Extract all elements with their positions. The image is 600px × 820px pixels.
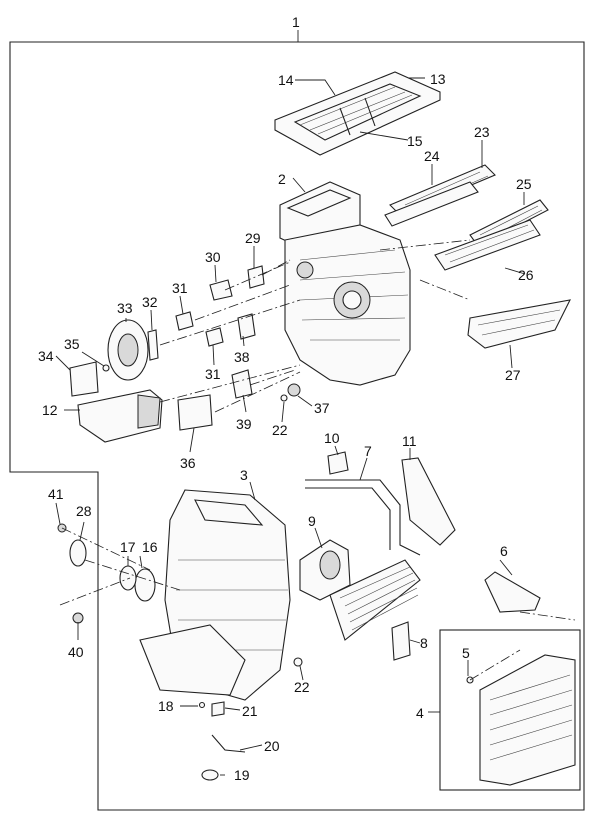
callout-4: 4 [416,705,424,721]
callout-32: 32 [142,294,158,310]
part-lever-31b [205,327,224,347]
callout-10: 10 [324,430,340,446]
callout-35: 35 [64,336,80,352]
part-blower-9 [299,539,351,601]
part-ring-17 [119,565,137,591]
part-lever-38 [237,313,256,340]
callout-15: 15 [407,133,423,149]
callout-40: 40 [68,644,84,660]
part-filter-frame [274,71,441,156]
part-cover-6 [484,571,541,613]
part-lever-29 [247,265,265,289]
callout-27: 27 [505,367,521,383]
callout-28: 28 [76,503,92,519]
callout-41: 41 [48,486,64,502]
callout-25: 25 [516,176,532,192]
part-link-32 [147,329,159,361]
part-valve-10 [327,451,349,475]
callout-23: 23 [474,124,490,140]
callout-14: 14 [278,72,294,88]
callout-labels: 1 2 3 4 5 6 7 8 9 10 11 12 13 14 15 16 1… [38,14,534,783]
callout-8: 8 [420,635,428,651]
callout-2: 2 [278,171,286,187]
callout-13: 13 [430,71,446,87]
callout-31a: 31 [172,280,188,296]
leader-lines [55,30,526,776]
part-lever-31a [175,311,194,331]
callout-36: 36 [180,455,196,471]
callout-5: 5 [462,645,470,661]
part-blower-duct-12 [77,389,163,443]
part-clip-37 [287,383,301,397]
callout-26: 26 [518,267,534,283]
part-nut-40 [72,612,84,624]
callout-38: 38 [234,349,250,365]
part-bracket-11 [401,457,456,546]
callout-22a: 22 [272,422,288,438]
callout-3: 3 [240,467,248,483]
part-main-housing [284,224,411,386]
assembly-lines-lower [59,527,576,681]
part-lever-39 [231,369,253,399]
part-ring-16 [134,568,156,602]
part-actuator-36 [177,394,213,431]
part-hose-20 [211,734,246,753]
part-grommet-19 [201,769,219,781]
callout-30: 30 [205,249,221,265]
callout-39: 39 [236,416,252,432]
callout-12: 12 [42,402,58,418]
part-ring-28 [69,539,87,567]
callout-19: 19 [234,767,250,783]
callout-6: 6 [500,543,508,559]
part-door-24 [384,181,479,227]
callout-31b: 31 [205,366,221,382]
part-fan-33 [107,319,149,381]
part-clip-35 [102,364,110,372]
part-clip-22b [293,657,303,667]
part-lower-case-3 [139,489,291,701]
callout-22b: 22 [294,679,310,695]
callout-20: 20 [264,738,280,754]
assembly-frame [9,41,585,811]
part-actuator-34 [69,361,99,397]
callout-9: 9 [308,513,316,529]
callout-34: 34 [38,348,54,364]
part-evaporator [329,559,421,641]
part-pin-18 [198,701,206,709]
part-clip-22a [280,394,288,402]
part-heater-core-4 [479,654,576,786]
callout-17: 17 [120,539,136,555]
callout-33: 33 [117,300,133,316]
callout-7: 7 [364,443,372,459]
callout-29: 29 [245,230,261,246]
callout-24: 24 [424,148,440,164]
heater-core-frame [439,629,581,791]
assembly-lines-upper [159,239,471,413]
callout-11: 11 [402,433,417,449]
part-sensor-8 [391,621,411,661]
part-clip-21 [211,701,225,717]
callout-18: 18 [158,698,174,714]
part-door-26 [434,219,541,271]
part-pipes-7 [305,479,421,556]
callout-37: 37 [314,400,330,416]
callout-1: 1 [292,14,300,30]
callout-16: 16 [142,539,158,555]
callout-21: 21 [242,703,258,719]
part-cover-27 [467,299,571,349]
part-lever-30 [209,279,233,301]
